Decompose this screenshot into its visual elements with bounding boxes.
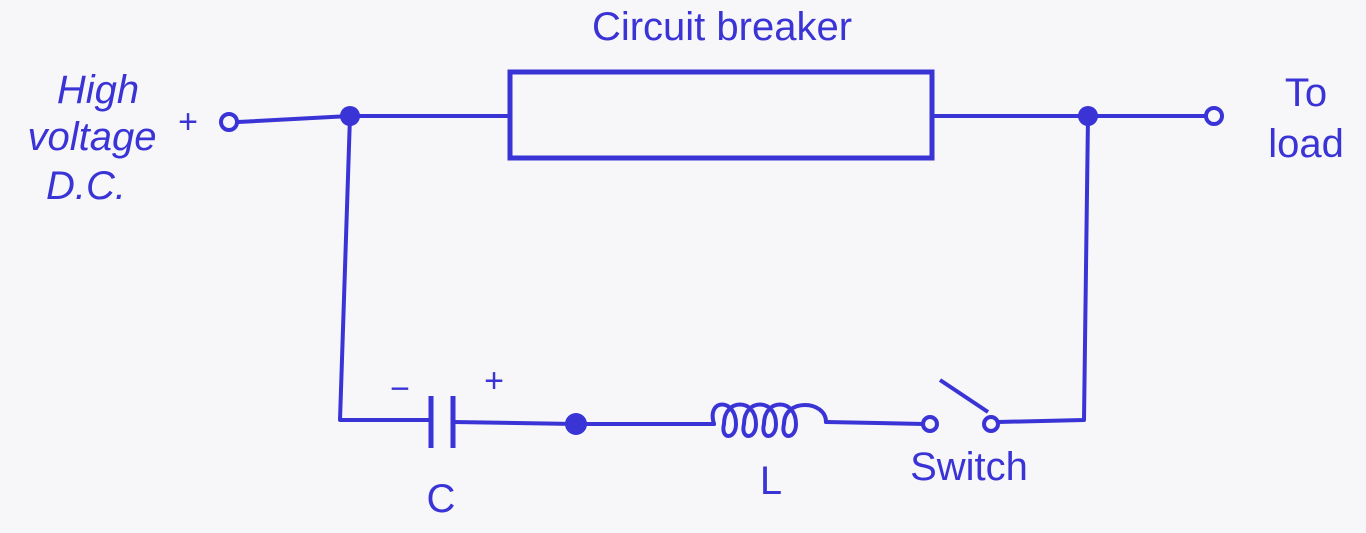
circuit-breaker-box [507,69,935,161]
load-label-line2: load [1268,122,1344,166]
source-label-line1: High [57,68,139,112]
switch-blade [938,378,990,414]
inductor-coil [710,402,828,438]
circuit-breaker-label: Circuit breaker [592,5,852,49]
wire-source-to-junction [236,114,352,124]
junction-dot [565,413,587,435]
junction-dot [340,106,360,126]
source-polarity-plus: + [178,103,198,141]
capacitor-label: C [427,477,456,521]
switch-terminal-right [982,415,1000,433]
switch-terminal-left [921,415,939,433]
junction-dot [1078,106,1098,126]
capacitor-plus-sign: + [484,362,504,400]
wire-inductor-to-switch [824,420,926,426]
wire-left-branch [338,114,432,422]
load-label-line1: To [1285,71,1327,115]
wire-right-branch [996,114,1090,424]
source-label-line2: voltage [28,115,157,159]
wire-capacitor-to-node [451,420,578,426]
capacitor-minus-sign: − [390,370,410,408]
switch-label: Switch [910,445,1028,489]
source-label-line3: D.C. [46,164,126,208]
load-terminal [1204,106,1224,126]
inductor-label: L [760,459,782,503]
source-terminal [219,112,239,132]
